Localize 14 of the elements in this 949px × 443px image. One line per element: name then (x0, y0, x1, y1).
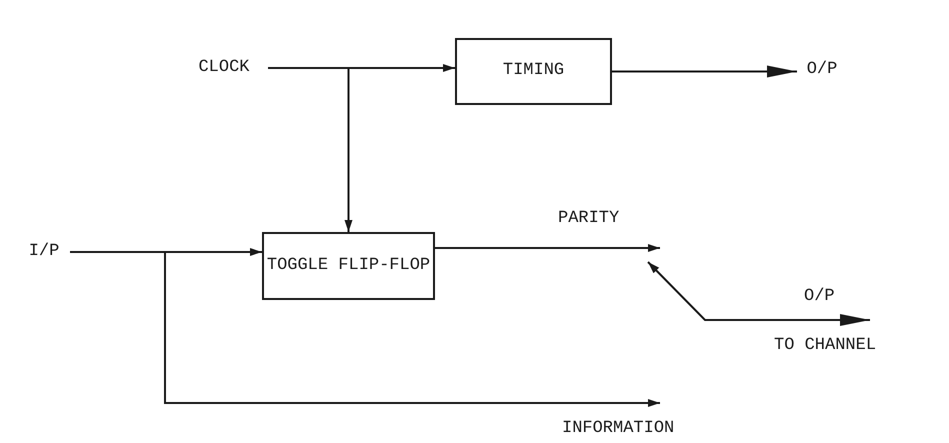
signal-text: TO CHANNEL (774, 335, 876, 358)
arrow (435, 244, 660, 252)
block-label: TOGGLE FLIP-FLOP (266, 254, 430, 277)
signal-text: CLOCK (198, 56, 250, 79)
arrow (70, 251, 660, 407)
block-box (262, 232, 435, 300)
arrow (268, 67, 352, 232)
signal-text: O/P (806, 58, 838, 81)
signal-text: O/P (804, 286, 835, 308)
arrow (647, 261, 870, 326)
signal-text: I/P (28, 240, 60, 263)
arrow (612, 66, 797, 78)
block-box (455, 38, 612, 105)
block-label: TIMING (502, 60, 564, 82)
